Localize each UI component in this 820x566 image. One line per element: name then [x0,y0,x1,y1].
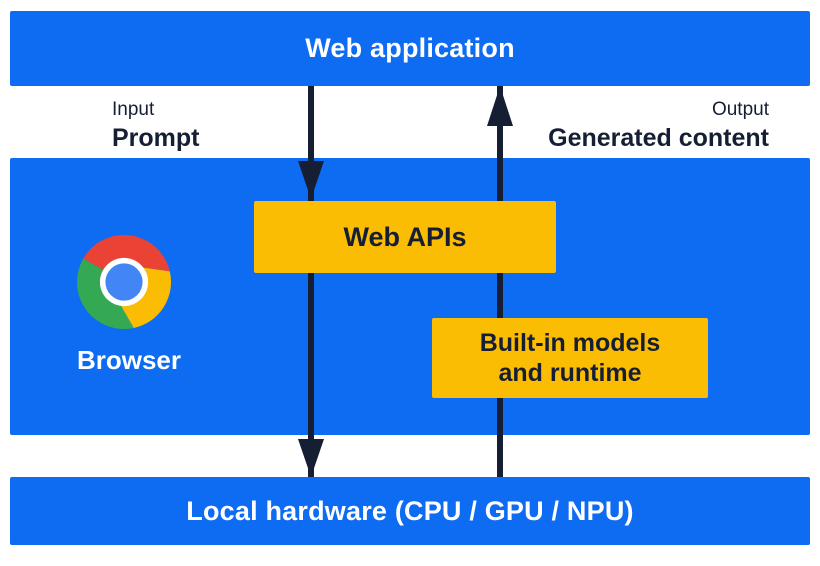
prompt-arrowhead-to-web-apis [298,161,324,199]
builtin-models-label-line2: and runtime [498,359,642,387]
input-caption: Input [112,99,155,120]
local-hardware-label: Local hardware (CPU / GPU / NPU) [186,495,634,526]
web-apis-box: Web APIs [254,201,556,273]
builtin-models-box: Built-in models and runtime [432,318,708,398]
prompt-down-arrow-line [308,86,314,477]
web-application-label: Web application [305,33,515,63]
builtin-models-label-line1: Built-in models [479,328,661,357]
output-caption: Output [711,99,769,120]
browser-label: Browser [76,345,182,375]
output-arrowhead-to-web-app [487,86,513,126]
web-application-bar: Web application [10,11,810,86]
generated-content-label: Generated content [548,124,769,152]
web-apis-label: Web APIs [343,221,467,252]
prompt-arrowhead-to-hardware [298,439,324,477]
chrome-logo-icon [77,235,171,329]
output-up-arrow-line [497,86,503,477]
prompt-label: Prompt [112,124,200,152]
local-hardware-bar: Local hardware (CPU / GPU / NPU) [10,477,810,545]
